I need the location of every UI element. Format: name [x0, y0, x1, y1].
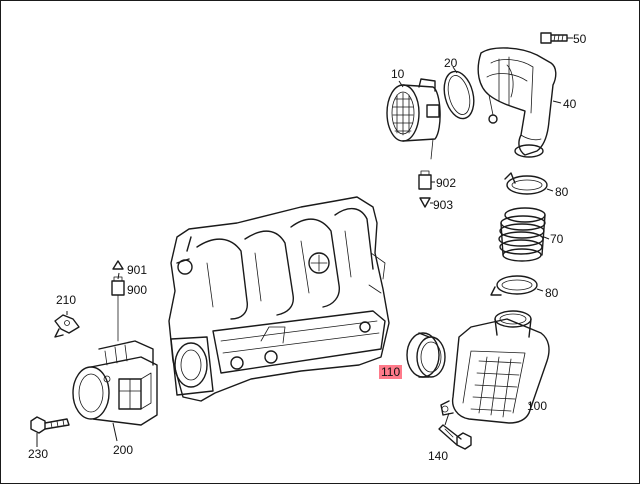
label-80-upper[interactable]: 80 [555, 185, 569, 199]
part-110-sealing-ring[interactable] [406, 332, 446, 378]
part-230-bolt[interactable] [30, 416, 70, 434]
part-140-bolt[interactable] [438, 424, 472, 450]
label-230[interactable]: 230 [28, 447, 49, 461]
label-900[interactable]: 900 [127, 283, 148, 297]
label-903[interactable]: 903 [433, 198, 454, 212]
label-901[interactable]: 901 [127, 263, 148, 277]
part-20-o-ring[interactable] [440, 68, 479, 121]
label-20[interactable]: 20 [444, 56, 458, 70]
part-40-intake-duct[interactable] [477, 47, 557, 158]
part-902-connector[interactable] [418, 170, 432, 190]
leader-lines [36, 37, 573, 447]
label-210[interactable]: 210 [56, 293, 77, 307]
label-50[interactable]: 50 [573, 32, 587, 46]
label-200[interactable]: 200 [113, 443, 134, 457]
part-80-lower-hose-clamp[interactable] [490, 275, 538, 296]
part-903-pin[interactable] [419, 197, 431, 208]
label-902[interactable]: 902 [436, 176, 457, 190]
part-901-pin[interactable] [112, 260, 124, 270]
part-70-corrugated-hose[interactable] [498, 207, 546, 262]
part-210-clip[interactable] [54, 314, 80, 338]
label-40[interactable]: 40 [563, 97, 577, 111]
label-140[interactable]: 140 [428, 449, 449, 463]
part-100-air-filter-housing[interactable] [440, 310, 550, 424]
label-100[interactable]: 100 [527, 399, 548, 413]
label-10[interactable]: 10 [391, 67, 405, 81]
part-80-upper-hose-clamp[interactable] [504, 172, 548, 195]
label-80-lower[interactable]: 80 [545, 286, 559, 300]
part-50-bolt[interactable] [540, 32, 568, 44]
part-900-connector[interactable] [111, 276, 125, 342]
part-200-throttle-body[interactable] [72, 340, 158, 426]
intake-manifold[interactable] [168, 196, 390, 402]
label-70[interactable]: 70 [550, 232, 564, 246]
label-110[interactable]: 110 [379, 365, 403, 379]
part-10-air-mass-sensor[interactable] [386, 78, 441, 160]
